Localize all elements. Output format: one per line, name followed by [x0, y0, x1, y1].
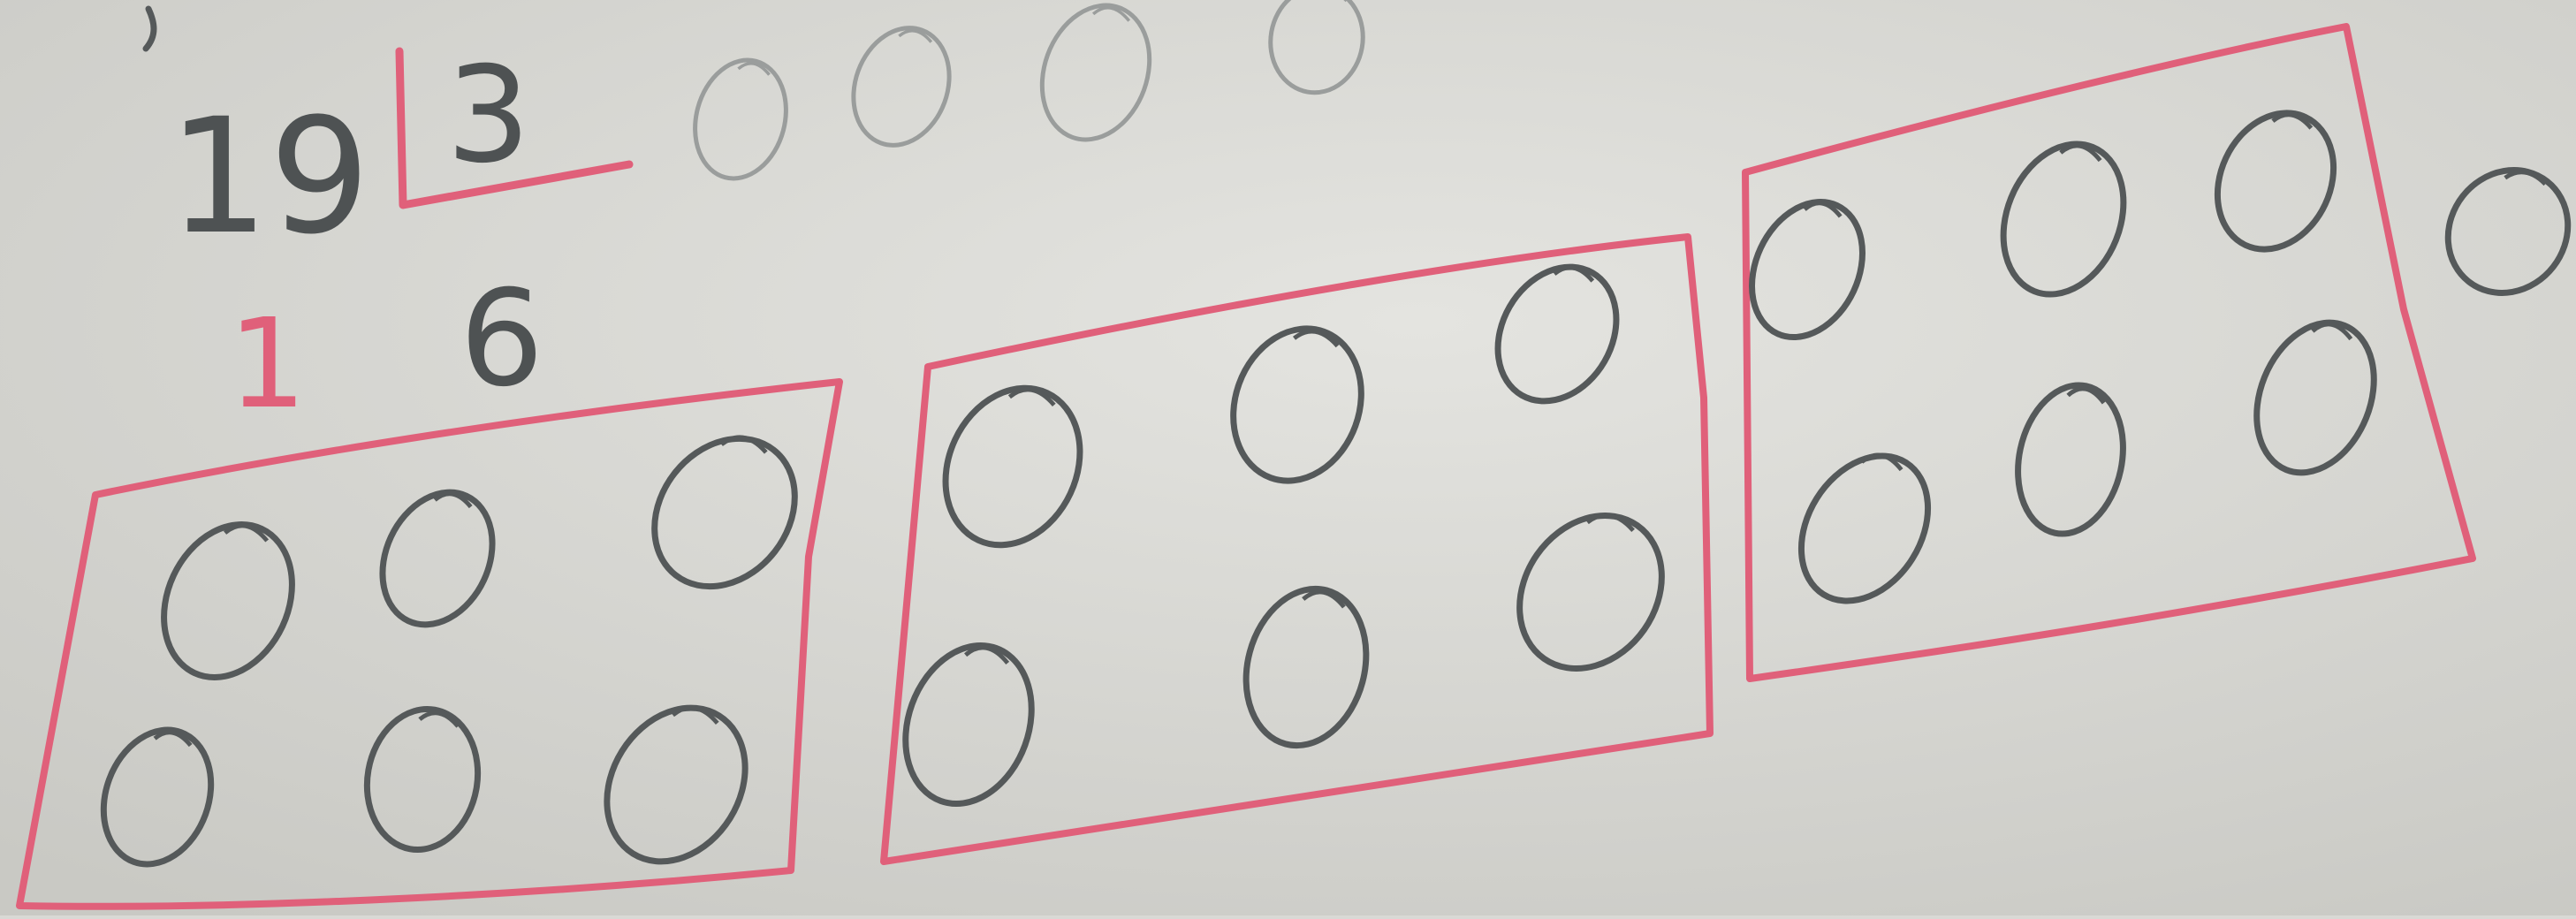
- dividend: 19: [168, 85, 370, 270]
- quotient: 6: [460, 262, 543, 416]
- remainder: 1: [228, 292, 307, 437]
- divisor: 3: [446, 39, 530, 193]
